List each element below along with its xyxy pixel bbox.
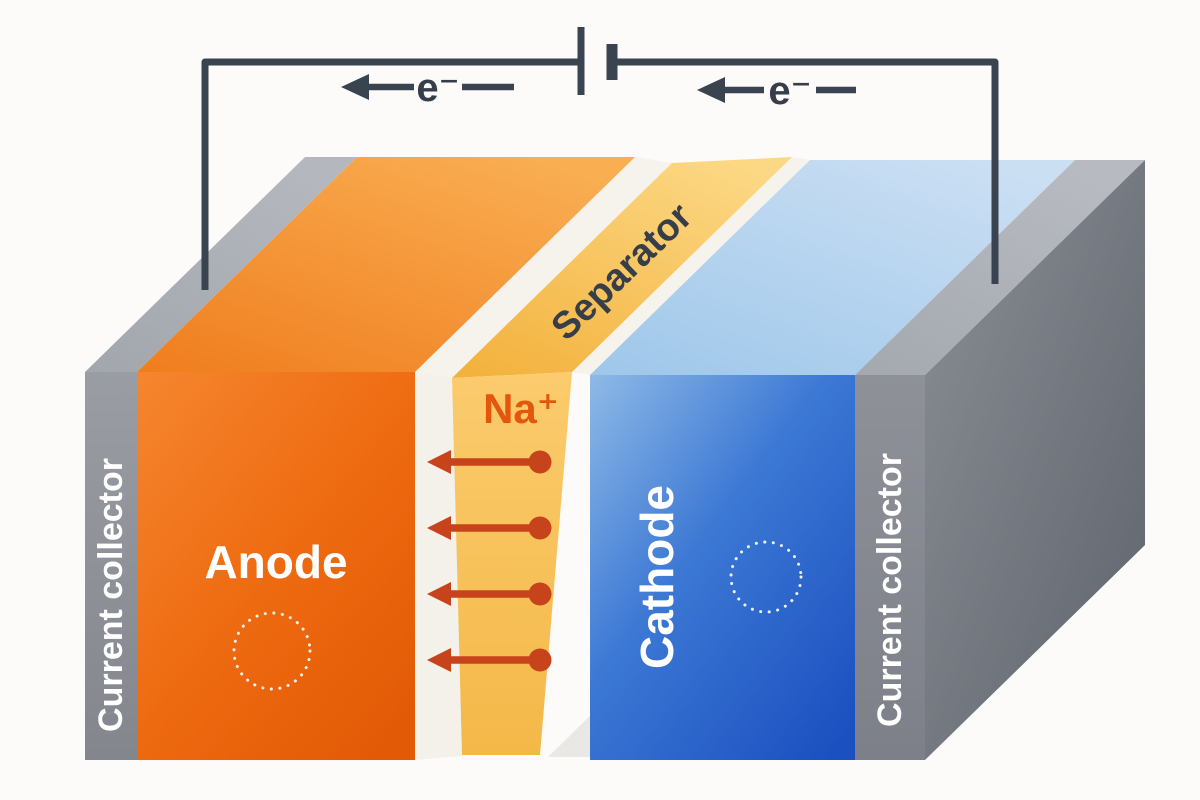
na-arrowhead-icon — [427, 582, 451, 606]
anode-slab — [137, 157, 635, 760]
gap-strip-top-right — [572, 157, 810, 375]
anode-top-face — [137, 157, 635, 372]
left-collector-front-face — [85, 372, 137, 760]
anode-dotted-circle-icon — [232, 611, 312, 691]
right-collector-top-face — [855, 160, 1145, 375]
right-collector-label: Current collector — [871, 453, 909, 727]
electron-flow-right: e⁻ — [697, 69, 856, 113]
na-ion-arrows — [427, 450, 552, 672]
electron-flow-left: e⁻ — [341, 66, 514, 110]
na-ion-arrow — [427, 582, 552, 606]
wire-right-segment — [612, 58, 999, 284]
right-collector-side-face — [925, 160, 1145, 760]
separator-top-face — [452, 157, 792, 378]
right-current-collector-slab — [855, 160, 1145, 760]
na-arrowhead-icon — [427, 648, 451, 672]
right-collector-front-face — [855, 375, 925, 760]
anode-label: Anode — [204, 536, 347, 588]
electron-right-label: e⁻ — [768, 69, 811, 113]
cathode-label: Cathode — [631, 485, 683, 669]
electron-left-label: e⁻ — [416, 66, 459, 110]
left-collector-label: Current collector — [92, 458, 130, 732]
electron-arrowhead-right-icon — [697, 77, 725, 103]
electron-arrowhead-left-icon — [341, 74, 369, 100]
cathode-front-face — [590, 375, 855, 760]
na-arrowhead-icon — [427, 516, 451, 540]
na-ion-label: Na⁺ — [483, 385, 559, 432]
na-ion-arrow — [427, 648, 552, 672]
wire-left-segment — [201, 58, 581, 290]
na-ion-arrow — [427, 450, 552, 474]
left-collector-top-face — [85, 157, 357, 372]
cathode-top-face — [590, 160, 1075, 375]
gap-strip-top-left — [415, 157, 672, 378]
cathode-slab — [590, 160, 1075, 760]
left-current-collector-slab — [85, 157, 357, 760]
na-ion-arrow — [427, 516, 552, 540]
circuit-wire — [201, 27, 999, 290]
na-arrowhead-icon — [427, 450, 451, 474]
anode-front-face — [137, 372, 415, 760]
cathode-dotted-circle-icon — [729, 540, 803, 614]
